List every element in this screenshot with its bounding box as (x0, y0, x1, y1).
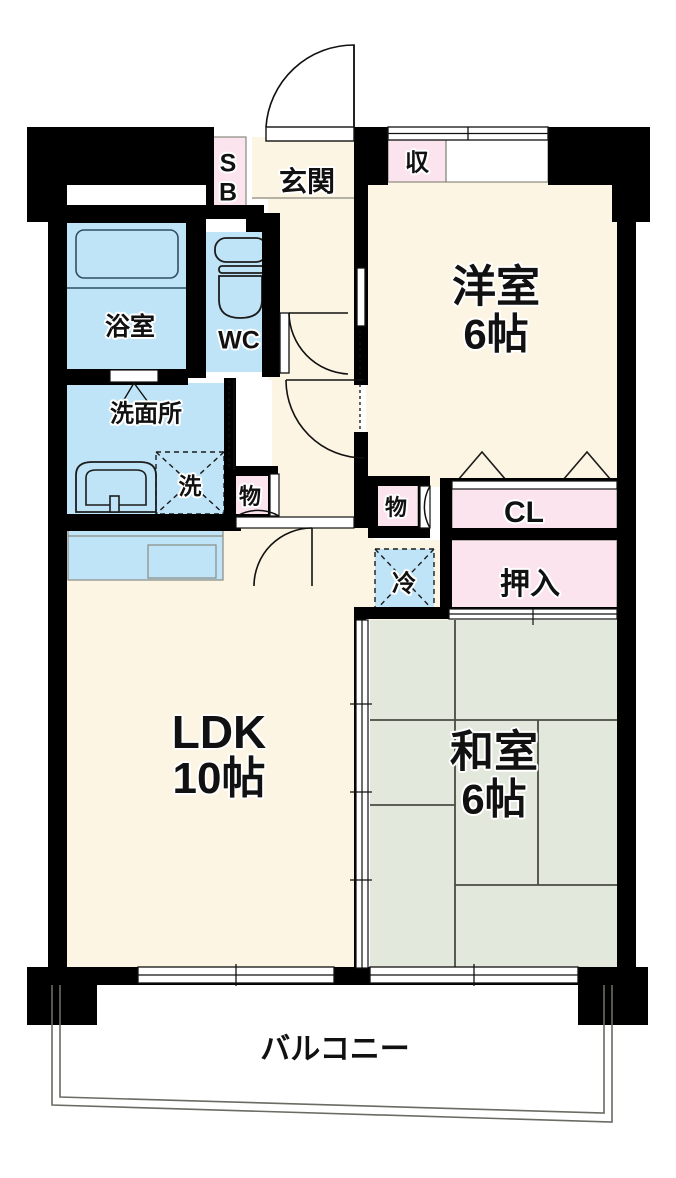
space-label-sb: S B (219, 149, 237, 207)
cl-door-lines (451, 480, 618, 490)
sb-line1: S (219, 149, 237, 178)
room-label-ldk: LDK 10帖 (171, 705, 267, 804)
wall-right-exterior (617, 185, 636, 985)
space-label-genkan: 玄関 (278, 166, 336, 197)
wall-mono2-top (368, 476, 426, 486)
space-label-yokushitsu: 浴室 (104, 313, 156, 341)
space-label-wc: WC (218, 326, 260, 355)
space-label-washer: 洗 (178, 473, 202, 499)
openings (109, 44, 618, 986)
oshiire-door-lines (448, 608, 618, 625)
hall-door-swing-2 (253, 527, 313, 587)
tatami-mat-lines (370, 620, 620, 970)
pillar-bottom-right (578, 967, 648, 1025)
wall-left-exterior (48, 185, 67, 985)
space-label-shuno: 収 (405, 149, 429, 177)
yoshitsu-door (356, 267, 366, 430)
toilet-tank (214, 237, 268, 263)
fill-genkan (252, 137, 360, 199)
fill-yoshitsu (366, 137, 618, 487)
wall-mono1-box (224, 466, 278, 476)
room-label-yoshitsu: 洋室 6帖 (452, 264, 540, 357)
mono1-door-swing (236, 509, 280, 517)
fill-fridge (375, 549, 434, 611)
bathtub (75, 229, 179, 279)
washitsu-name: 和室 (450, 727, 538, 777)
toilet-bowl (218, 275, 263, 319)
space-label-oshiire: 押入 (500, 568, 560, 601)
space-label-cl: CL (504, 496, 544, 529)
fill-kitchen-counter (68, 527, 223, 580)
wall-bath-top (66, 205, 206, 223)
fill-hall-lower (272, 375, 360, 525)
fill-oshiire (449, 540, 617, 614)
wall-wc-corner (246, 213, 280, 248)
wall-mono1-left (224, 466, 234, 524)
toilet-tank-lid (218, 265, 265, 274)
washbasin (75, 461, 157, 513)
wall-mono2-bottom (368, 526, 430, 538)
pillar-bottom-left (27, 967, 97, 1025)
wall-washroom-bottom (66, 514, 241, 531)
hall-door-swing-1 (285, 379, 365, 459)
space-label-balcony: バルコニー (260, 1033, 410, 1066)
wall-mono2-left (368, 476, 378, 536)
hall-door-sill (235, 516, 355, 529)
wc-door-leaf (279, 312, 290, 374)
bath-fixtures (66, 229, 186, 289)
faucet (109, 495, 120, 513)
mono2-door-swing (423, 485, 431, 529)
fill-shuno (388, 136, 446, 182)
fill-sb (211, 137, 246, 213)
entrance-door-swing (265, 44, 355, 128)
toilet-fixture (214, 237, 268, 319)
wall-ldk-washitsu-top (354, 607, 450, 619)
space-label-senmenjo: 洗面所 (110, 400, 182, 428)
fill-ldk (66, 520, 354, 970)
sb-line2: B (218, 178, 238, 206)
bath-door (109, 369, 159, 383)
closet-folding-door-marks (451, 450, 618, 488)
wall-sb-bottom (206, 205, 264, 219)
sink-basin (147, 544, 217, 579)
wall-cl-left (440, 478, 452, 618)
yoshitsu-name: 洋室 (452, 262, 540, 312)
wall-top-genkan-right (354, 127, 388, 185)
fill-cl (452, 487, 617, 529)
wall-bath-right (186, 222, 206, 378)
ldk-name: LDK (171, 705, 267, 758)
balcony-outline (51, 985, 613, 1123)
fridge-space-icon (374, 548, 435, 612)
sliding-door-washroom (228, 380, 235, 470)
ldk-size: 10帖 (172, 754, 266, 804)
yoshitsu-size: 6帖 (463, 310, 529, 358)
bath-door-swing (115, 382, 157, 414)
window-washitsu-south (369, 964, 579, 986)
room-label-washitsu: 和室 6帖 (450, 729, 538, 822)
wall-cl-bottom (440, 528, 618, 540)
washitsu-size: 6帖 (461, 775, 527, 823)
wc-door-swing (288, 312, 349, 375)
fill-washitsu (370, 620, 620, 970)
wall-hall-right-lower (354, 432, 368, 528)
space-label-mono-1: 物 (238, 484, 262, 509)
wall-genkan-left (206, 127, 214, 215)
window-yoshitsu-top (387, 126, 549, 141)
fusuma-ldk-washitsu (350, 619, 372, 969)
space-label-mono-2: 物 (384, 495, 408, 520)
fill-mono1 (232, 474, 270, 516)
entrance-door-leaf (265, 126, 355, 142)
window-ldk-south (137, 964, 335, 986)
fill-mono2 (376, 484, 418, 528)
fill-shuno-niche (446, 136, 548, 182)
mono1-door (269, 473, 280, 517)
space-label-fridge: 冷 (392, 570, 416, 598)
wall-wc-right (262, 232, 280, 377)
